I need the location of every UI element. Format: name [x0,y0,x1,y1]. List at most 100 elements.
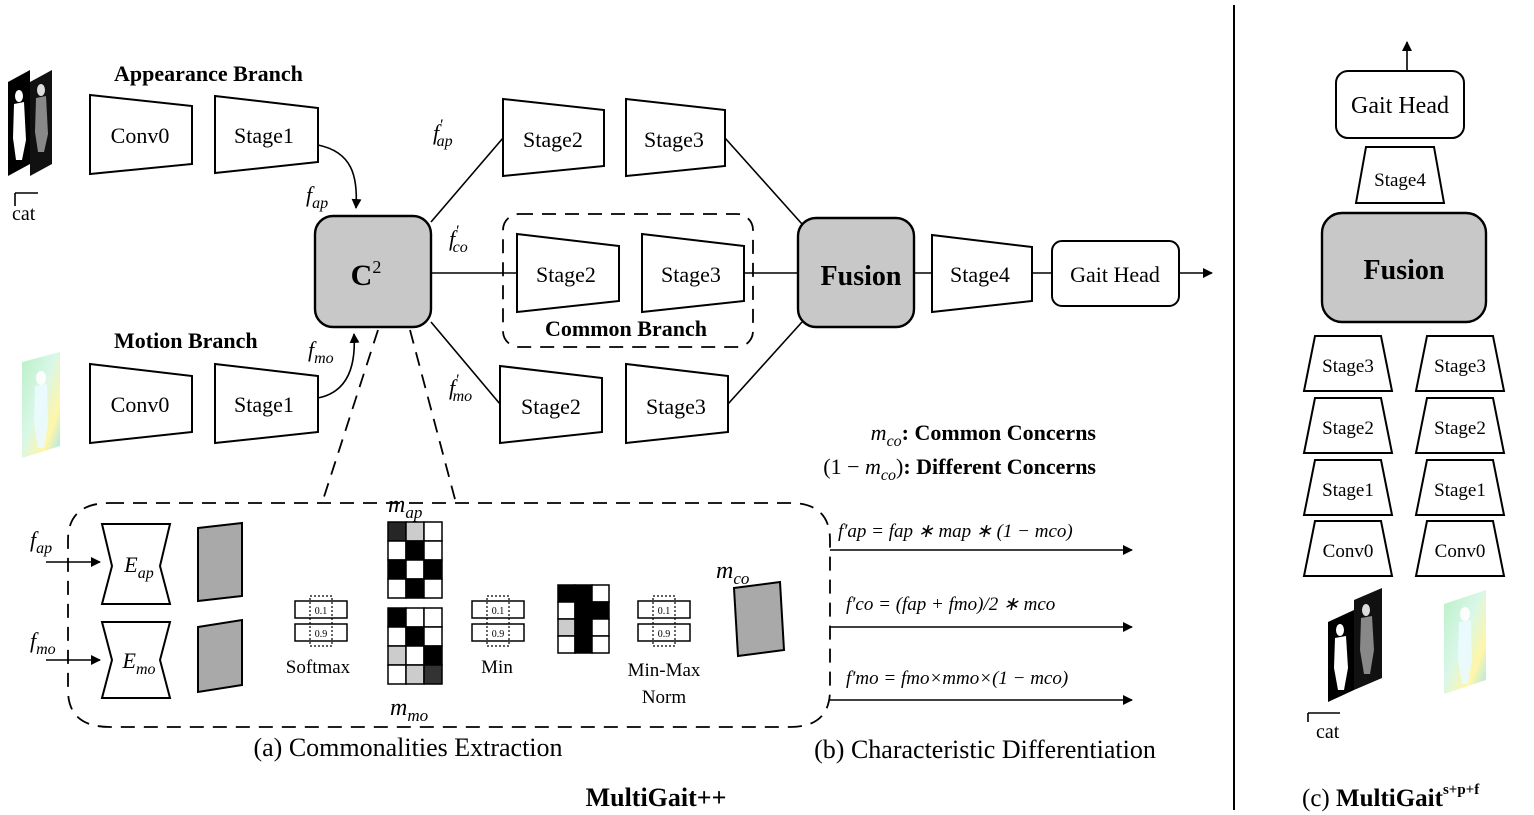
f-ap-label: fap [306,182,328,212]
f-mo-input-label: fmo [30,628,56,658]
minmax-bars-icon: 0.10.9 [637,595,691,647]
c2-to-mo-stage2-line [430,321,501,405]
m-mo-grid-cell [387,664,407,685]
m-co-map [732,580,786,658]
softmax-label: Softmax [286,657,351,678]
zoom-line-right [409,329,457,504]
min-grid-cell [574,584,593,603]
gait-head-block: Gait Head [1051,240,1180,307]
right-left-conv0-block [1302,520,1394,577]
feature-map-ap [197,521,243,603]
minmax-label-line2: Norm [642,687,687,708]
m-mo-grid-cell [423,607,443,628]
m-mo-grid-cell [423,626,443,647]
zoom-line-left [321,329,379,504]
m-ap-grid-cell [405,559,425,580]
svg-text:Eap: Eap [123,552,153,582]
m-ap-grid-cell [423,559,443,580]
svg-text:Conv0: Conv0 [111,392,170,417]
stage4-block: Stage4 [931,233,1033,314]
right-branch-stacks: Stage3Stage2Stage1Conv0Stage3Stage2Stage… [1302,335,1506,577]
svg-text:Stage1: Stage1 [234,392,294,417]
svg-text:Stage4: Stage4 [1374,170,1426,191]
min-label: Min [481,657,513,678]
m-ap-grid-cell [423,521,443,542]
right-gait-head-block: Gait Head [1335,70,1465,139]
svg-text:Stage2: Stage2 [521,394,581,419]
right-left-stage3-block [1302,335,1394,392]
stage2-motion-block: Stage2 [499,364,603,445]
minmax-bar [637,623,691,642]
softmax-bar [294,600,348,619]
m-mo-grid-cell [387,626,407,647]
m-mo-grid-cell [405,607,425,628]
m-ap-grid-cell [405,540,425,561]
common-concerns-legend: mco: Common Concerns [871,420,1097,450]
right-right-stage2-block [1414,397,1506,454]
equation-f-ap: f′ap = fap ∗ map ∗ (1 − mco) [838,521,1073,542]
min-grid-cell [591,584,610,603]
f-ap-arrow [317,144,362,209]
minmax-bar-value: 0.1 [658,606,671,617]
right-right-conv0-block [1414,520,1506,577]
cat-label: cat [12,203,36,225]
m-ap-grid-cell [405,578,425,599]
minmax-label-line1: Min-Max [628,660,701,681]
min-bar [471,623,525,642]
softmax-bars-icon: 0.10.9 [294,595,348,647]
fusion-block: Fusion [796,216,916,329]
caption-a: (a) Commonalities Extraction [253,733,562,762]
ap-to-fusion-line [724,137,803,225]
svg-text:Stage3: Stage3 [646,394,706,419]
motion-branch-title: Motion Branch [114,328,258,353]
equation-f-mo: f′mo = fmo×mmo×(1 − mco) [846,668,1068,689]
svg-text:Stage2: Stage2 [523,127,583,152]
m-mo-grid [387,607,443,685]
common-branch-title: Common Branch [545,316,707,341]
min-grid-cell [574,601,593,620]
svg-text:Stage3: Stage3 [661,262,721,287]
f-ap-prime-label: f′ap [433,117,453,150]
different-concerns-legend: (1 − mco): Different Concerns [823,454,1096,484]
f-co-prime-label: f′co [449,223,468,256]
commonalities-extraction-box [67,502,831,728]
m-ap-grid-cell [387,540,407,561]
softmax-bar-value: 0.9 [315,629,328,640]
min-bar [471,600,525,619]
m-ap-grid-cell [423,540,443,561]
conv0-appearance-block: Conv0 [89,93,193,176]
m-ap-grid-cell [423,578,443,599]
right-stage4-block: Stage4 [1354,146,1446,204]
svg-text:Gait Head: Gait Head [1351,93,1449,119]
conv0-motion-block: Conv0 [89,362,193,445]
m-mo-grid-cell [405,626,425,647]
m-mo-grid-cell [387,645,407,666]
right-right-stage1-block [1414,459,1506,516]
min-grid [557,584,610,654]
right-fusion-block: Fusion [1320,211,1488,324]
m-ap-grid [387,521,443,599]
svg-text:Fusion: Fusion [821,261,902,292]
mo-to-fusion-line [727,321,803,405]
f-mo-arrow [317,333,360,399]
min-grid-cell [557,618,576,637]
m-mo-grid-cell [405,645,425,666]
right-right-stage3-block [1414,335,1506,392]
f-mo-prime-label: f′mo [449,372,472,405]
cat-arrow [14,192,38,206]
stage1-motion-block: Stage1 [214,362,319,445]
right-left-stage1-block [1302,459,1394,516]
svg-text:C2: C2 [351,257,382,292]
minmax-bar [637,600,691,619]
caption-c: (c) MultiGaits+p+f [1302,782,1480,812]
softmax-bar [294,623,348,642]
appearance-branch-title: Appearance Branch [114,61,303,86]
min-bar-value: 0.1 [492,606,505,617]
f-ap-input-label: Efap [30,527,52,557]
f-mo-label: fmo [308,337,334,367]
right-left-stage2-label: Stage2 [1322,418,1374,439]
min-grid-cell [557,584,576,603]
stage2-common-block: Stage2 [516,232,620,314]
m-mo-grid-cell [423,645,443,666]
right-right-stage2-label: Stage2 [1434,418,1486,439]
